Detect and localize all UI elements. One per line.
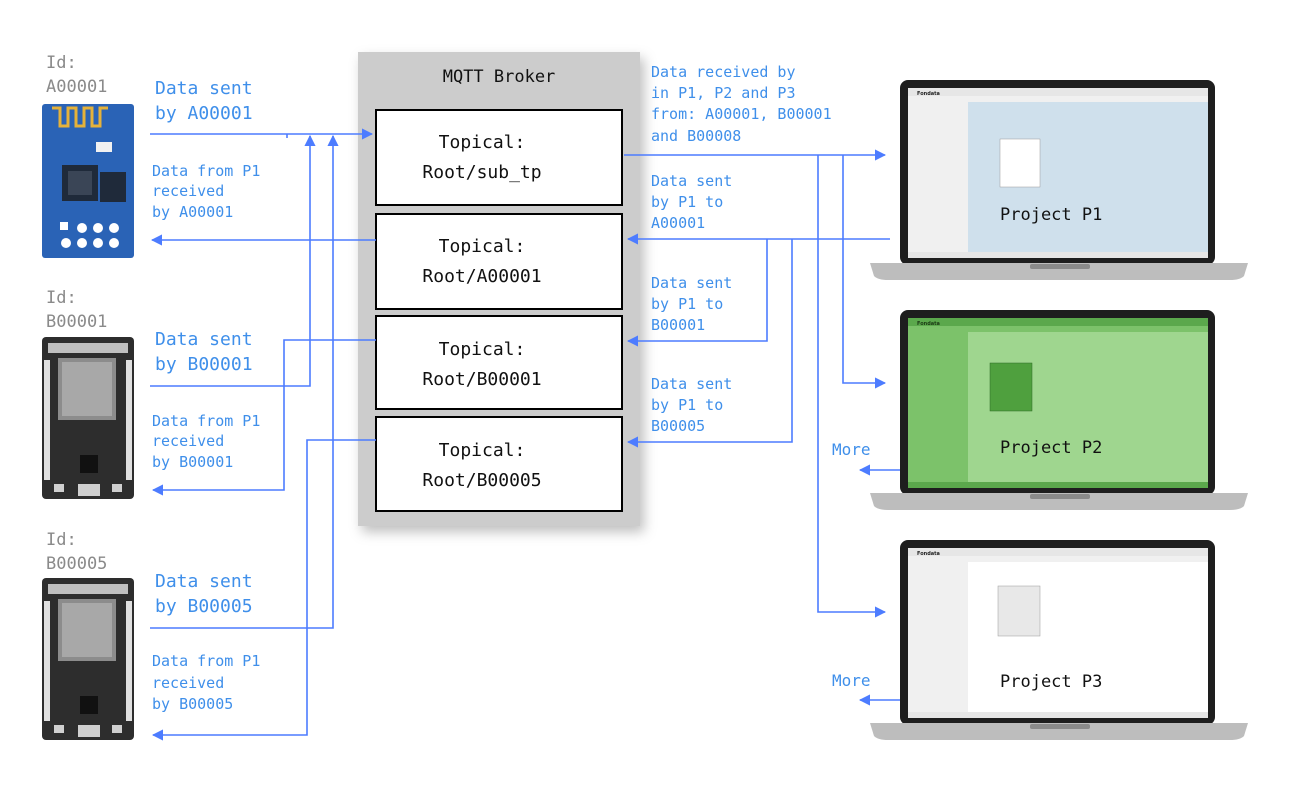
laptop-project-p2: Fondata Project P2 xyxy=(870,310,1248,510)
topic-box-a00001: Topical: Root/A00001 xyxy=(375,213,623,310)
device-3-sent-line1: Data sent xyxy=(155,571,253,592)
device-esp32-board-b00001 xyxy=(42,337,134,499)
arrow-sub-tp-to-p3 xyxy=(817,155,887,618)
sent-p1-a00001-line1: Data sent xyxy=(651,172,732,190)
arrow-topic-b00001-to-device xyxy=(151,339,376,496)
arrow-topic-b00005-to-device xyxy=(151,439,376,741)
device-esp01-board xyxy=(42,104,134,258)
device-1-sent-line2: by A00001 xyxy=(155,103,253,124)
device-1-recv-line3: by A00001 xyxy=(152,203,233,221)
topic-box-sub-tp: Topical: Root/sub_tp xyxy=(375,109,623,206)
topic-path: Root/B00005 xyxy=(422,470,541,491)
laptop-project-p1: Fondata Project P1 xyxy=(870,80,1248,280)
sent-p1-b00005-line3: B00005 xyxy=(651,417,705,435)
sent-p1-b00001-line1: Data sent xyxy=(651,274,732,292)
received-note-line2: in P1, P2 and P3 xyxy=(651,84,796,102)
sent-p1-b00005-line2: by P1 to xyxy=(651,396,723,414)
received-note-line4: and B00008 xyxy=(651,127,741,145)
device-id-2: B00001 xyxy=(46,312,107,332)
topic-label: Topical: xyxy=(439,339,526,360)
arrow-sub-tp-to-p2 xyxy=(842,155,887,389)
topic-label: Topical: xyxy=(439,132,526,153)
more-label-p3: More xyxy=(832,671,871,690)
received-note-line3: from: A00001, B00001 xyxy=(651,105,832,123)
more-label-p2: More xyxy=(832,440,871,459)
device-2-sent-line2: by B00001 xyxy=(155,354,253,375)
device-1-recv-line2: received xyxy=(152,182,224,200)
topic-path: Root/sub_tp xyxy=(422,162,541,183)
topic-path: Root/A00001 xyxy=(422,266,541,287)
project-name: Project P2 xyxy=(1000,438,1102,458)
topic-label: Topical: xyxy=(439,440,526,461)
device-1-sent-line1: Data sent xyxy=(155,78,253,99)
arrow-p1-to-topic-b00001 xyxy=(626,239,768,347)
device-2-recv-line1: Data from P1 xyxy=(152,412,260,430)
arrow-b00005-to-sub-tp xyxy=(150,134,339,629)
device-id-label-3: Id: xyxy=(46,530,77,550)
project-name: Project P3 xyxy=(1000,672,1102,692)
arrow-b00001-to-sub-tp xyxy=(150,134,316,387)
app-name: Fondata xyxy=(917,551,940,557)
device-3-sent-line2: by B00005 xyxy=(155,596,253,617)
topic-path: Root/B00001 xyxy=(422,369,541,390)
device-1-recv-line1: Data from P1 xyxy=(152,162,260,180)
device-id-1: A00001 xyxy=(46,77,107,97)
project-screen-bg xyxy=(968,562,1208,715)
app-name: Fondata xyxy=(917,321,940,327)
device-3-recv-line2: received xyxy=(152,674,224,692)
topic-box-b00005: Topical: Root/B00005 xyxy=(375,416,623,512)
sent-p1-a00001-line2: by P1 to xyxy=(651,193,723,211)
sent-p1-a00001-line3: A00001 xyxy=(651,214,705,232)
device-2-sent-line1: Data sent xyxy=(155,329,253,350)
sent-p1-b00001-line2: by P1 to xyxy=(651,295,723,313)
topic-box-b00001: Topical: Root/B00001 xyxy=(375,315,623,410)
laptop-project-p3: Fondata Project P3 xyxy=(870,540,1248,740)
device-3-recv-line1: Data from P1 xyxy=(152,652,260,670)
device-id-label-1: Id: xyxy=(46,53,77,73)
mqtt-broker-title: MQTT Broker xyxy=(443,67,556,87)
sent-p1-b00005-line1: Data sent xyxy=(651,375,732,393)
device-esp32-board-b00005 xyxy=(42,578,134,740)
device-id-label-2: Id: xyxy=(46,288,77,308)
device-3-recv-line3: by B00005 xyxy=(152,695,233,713)
device-2-recv-line3: by B00001 xyxy=(152,453,233,471)
app-name: Fondata xyxy=(917,91,940,97)
topic-label: Topical: xyxy=(439,236,526,257)
sent-p1-b00001-line3: B00001 xyxy=(651,316,705,334)
received-note-line1: Data received by xyxy=(651,63,796,81)
arrow-p1-to-topic-b00005 xyxy=(626,239,793,448)
device-id-3: B00005 xyxy=(46,554,107,574)
project-name: Project P1 xyxy=(1000,205,1102,225)
device-2-recv-line2: received xyxy=(152,432,224,450)
